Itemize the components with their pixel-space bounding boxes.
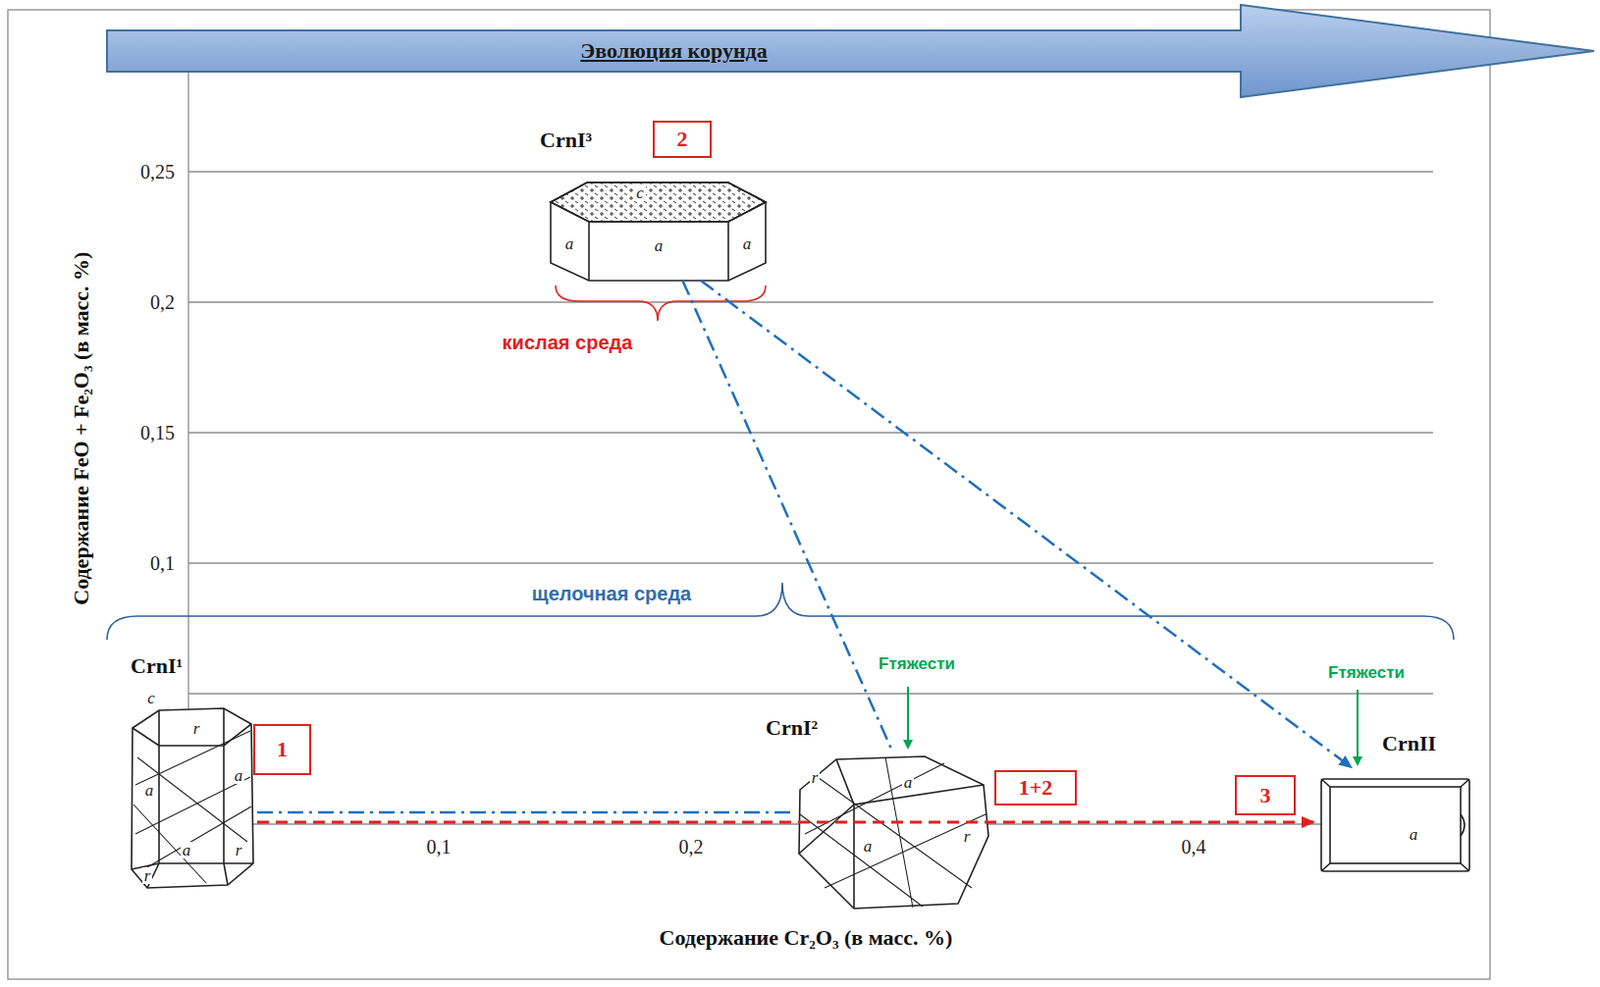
face-letter: r [809,769,821,787]
callout-number: 1+2 [994,770,1077,806]
acid-brace [555,285,766,321]
callout-text: 2 [677,128,689,151]
callout-number: 2 [652,120,712,159]
face-letter: a [652,237,666,255]
face-letter: a [741,235,754,253]
tick-label: 0,1 [150,552,175,576]
crystal-figure: CrnI³ [545,178,771,281]
face-letter: a [1407,826,1421,844]
face-letter: c [145,690,158,707]
axis-title: Содержание FeO + Fe₂O₃ (в масс. %) [68,252,94,606]
face-letter: r [142,867,154,885]
callout-text: 1 [276,739,288,761]
band-title: Эволюция корунда [580,38,767,64]
chart-frame [7,9,1491,980]
face-letter: c [634,184,646,202]
force-label: Fтяжести [876,654,958,675]
gravity-arrow [1356,690,1359,765]
callout-text: 1+2 [1018,777,1054,800]
crystal-name: CrnI¹ [130,653,183,679]
face-letter: a [232,767,246,785]
tick-label: 0,2 [150,291,175,315]
crystal-crnii [1321,779,1470,872]
tick-label: 0,1 [426,836,452,859]
callout-number: 1 [253,724,312,776]
face-letter: a [143,782,157,800]
tick-label: 0,2 [679,836,704,859]
medium-label: кислая среда [499,331,637,355]
face-letter: r [233,842,245,859]
trend-connector [682,280,893,752]
trend-connector [257,821,1314,825]
evolution-arrow [106,4,1595,98]
tick-label: 0,25 [140,160,175,184]
evolution-band: Эволюция корунда [106,30,1241,72]
trend-connector [700,280,1352,768]
crystal-name: CrnI² [765,715,818,741]
crystal-name: CrnI³ [539,127,592,153]
face-letter: r [191,720,203,738]
medium-label: щелочная среда [529,583,694,606]
alkaline-brace [106,583,1454,640]
face-letter: a [563,235,577,253]
crystal-crni1 [131,708,254,889]
gravity-arrow [906,687,909,748]
axis-title: Содержание Cr₂O₃ (в масс. %) [659,925,954,951]
callout-text: 3 [1260,785,1272,807]
crystal-crni3 [550,182,766,281]
face-letter: a [861,838,875,855]
force-label: Fтяжести [1326,663,1407,684]
crystal-crni2 [799,756,989,909]
face-letter: r [961,828,973,846]
crystal-name: CrnII [1382,731,1437,756]
tick-label: 0,4 [1181,836,1207,859]
face-letter: a [180,842,194,859]
face-letter: a [902,774,915,792]
callout-number: 3 [1234,775,1296,816]
grid-lines [188,44,1434,825]
tick-label: 0,15 [140,422,175,445]
crystal-figure: CrnII [1313,767,1478,881]
trend-connector [257,811,794,815]
